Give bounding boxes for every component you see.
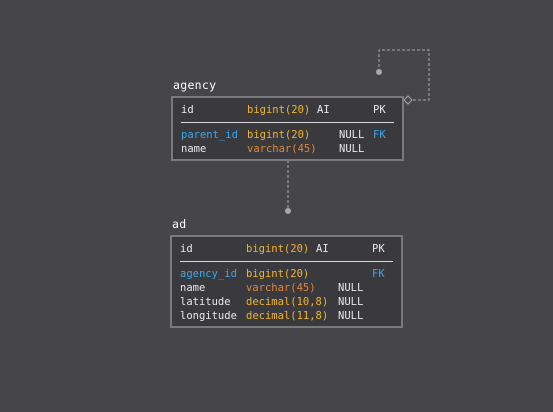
column-attr: NULL xyxy=(338,296,364,308)
column-attr: NULL xyxy=(338,282,364,294)
column-name: latitude xyxy=(180,296,231,308)
column-name: agency_id xyxy=(180,268,237,280)
table-agency[interactable]: id bigint(20) AI PK parent_id bigint(20)… xyxy=(171,96,404,161)
column-name: name xyxy=(180,282,206,294)
column-key-flag: PK xyxy=(372,243,385,255)
table-row[interactable]: parent_id bigint(20) NULL FK xyxy=(173,128,402,142)
table-row[interactable]: id bigint(20) AI PK xyxy=(172,242,401,256)
key-separator xyxy=(180,261,393,262)
column-type: varchar(45) xyxy=(247,143,317,155)
key-separator xyxy=(181,122,394,123)
self-relation-diamond xyxy=(403,95,413,105)
ad-agency-endpoint-dot xyxy=(285,208,291,214)
column-type: bigint(20) xyxy=(246,268,310,280)
column-name: longitude xyxy=(180,310,237,322)
table-title-ad[interactable]: ad xyxy=(172,217,187,231)
table-row[interactable]: name varchar(45) NULL xyxy=(172,281,401,295)
table-row[interactable]: name varchar(45) NULL xyxy=(173,142,402,156)
table-row[interactable]: longitude decimal(11,8) NULL xyxy=(172,309,401,323)
column-attr: AI xyxy=(317,104,330,116)
column-attr: NULL xyxy=(338,310,364,322)
column-name: name xyxy=(181,143,207,155)
column-key-flag: PK xyxy=(373,104,386,116)
column-type: bigint(20) xyxy=(247,129,311,141)
column-name: parent_id xyxy=(181,129,238,141)
column-attr: AI xyxy=(316,243,329,255)
column-type: bigint(20) xyxy=(247,104,311,116)
self-relation-line xyxy=(378,49,430,101)
table-row[interactable]: id bigint(20) AI PK xyxy=(173,103,402,117)
column-attr: NULL xyxy=(339,129,365,141)
column-type: bigint(20) xyxy=(246,243,310,255)
table-ad[interactable]: id bigint(20) AI PK agency_id bigint(20)… xyxy=(170,235,403,328)
column-attr: NULL xyxy=(339,143,365,155)
column-name: id xyxy=(181,104,194,116)
column-type: decimal(10,8) xyxy=(246,296,329,308)
column-type: decimal(11,8) xyxy=(246,310,329,322)
table-row[interactable]: latitude decimal(10,8) NULL xyxy=(172,295,401,309)
table-title-agency[interactable]: agency xyxy=(173,78,217,92)
self-relation-endpoint-dot xyxy=(376,69,382,75)
column-key-flag: FK xyxy=(372,268,385,280)
column-name: id xyxy=(180,243,193,255)
table-row[interactable]: agency_id bigint(20) FK xyxy=(172,267,401,281)
column-key-flag: FK xyxy=(373,129,386,141)
column-type: varchar(45) xyxy=(246,282,316,294)
